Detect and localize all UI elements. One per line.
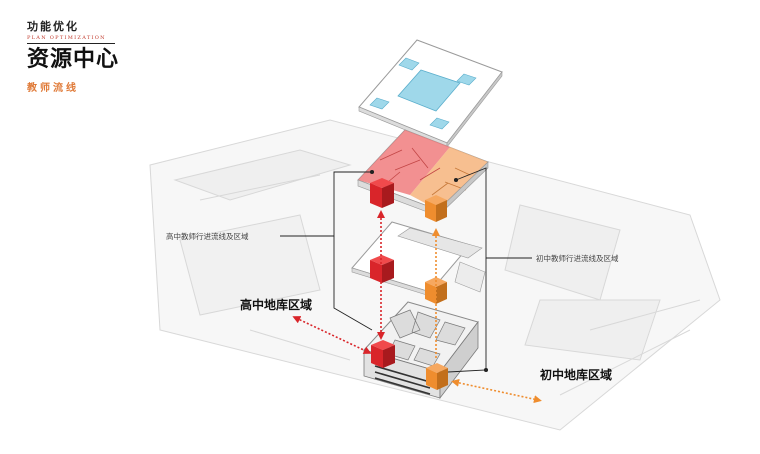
leader-lines <box>280 167 532 373</box>
page-subtitle: 教师流线 <box>27 83 79 94</box>
page-title: 资源中心 <box>27 47 120 72</box>
junior-school-core-basement <box>426 363 448 390</box>
junior-garage-label: 初中地库区域 <box>540 368 613 382</box>
junior-teacher-flow-label: 初中教师行进流线及区域 <box>536 254 619 263</box>
section-subtitle-en: PLAN OPTIMIZATION <box>27 35 106 41</box>
high-garage-label: 高中地库区域 <box>240 298 313 312</box>
roof-slab <box>358 39 503 148</box>
header-divider <box>27 43 115 44</box>
header: 功能优化 PLAN OPTIMIZATION 资源中心 教师流线 <box>27 20 119 95</box>
high-school-core-basement <box>371 340 395 368</box>
high-school-core-middle <box>370 255 394 283</box>
high-teacher-flow-label: 高中教师行进流线及区域 <box>166 232 249 241</box>
high-garage-arrow <box>292 316 372 354</box>
high-school-core-top <box>370 178 394 208</box>
junior-school-core-top <box>425 195 447 222</box>
section-label: 功能优化 <box>27 20 79 33</box>
